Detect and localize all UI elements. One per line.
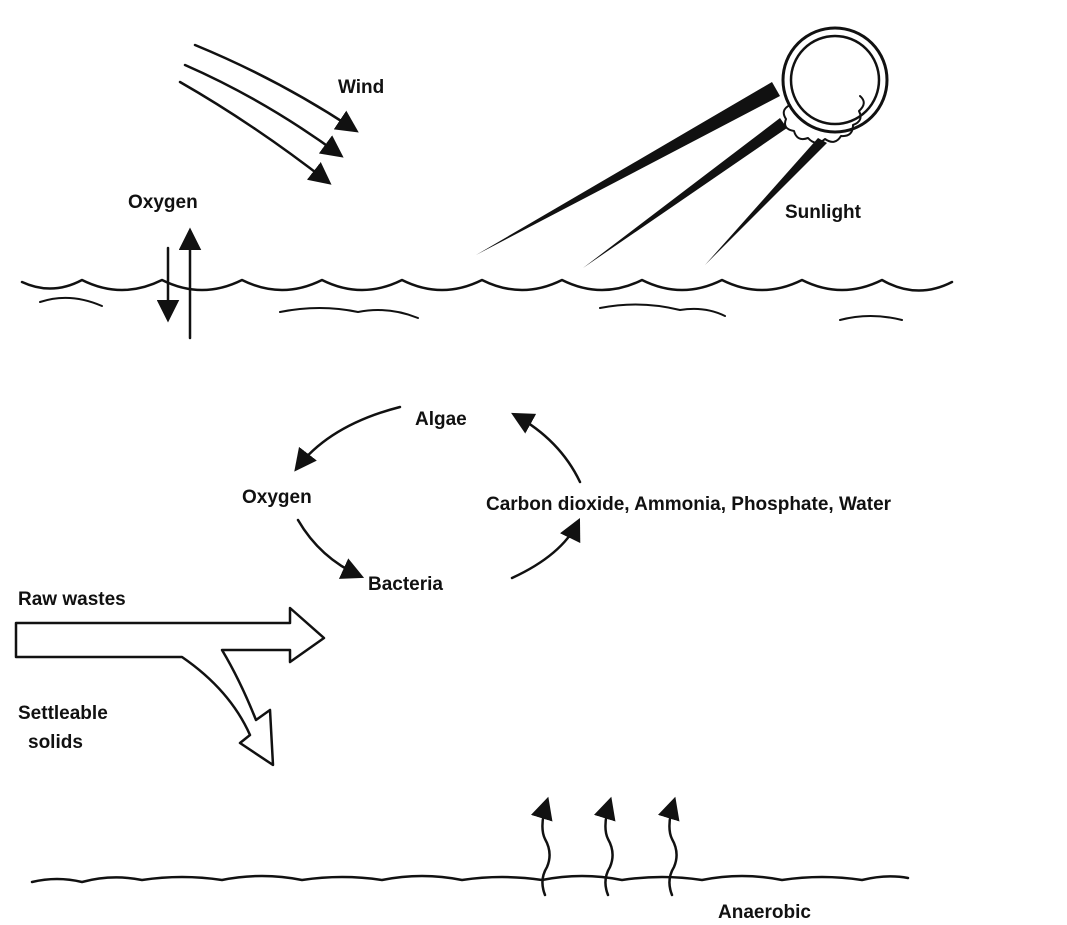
oxygen-surface-label: Oxygen xyxy=(128,192,198,213)
wind-label: Wind xyxy=(338,77,384,98)
raw-wastes-label: Raw wastes xyxy=(18,589,126,610)
anaerobic-label: Anaerobic xyxy=(718,902,811,923)
settleable-label-line1: Settleable xyxy=(18,703,108,724)
sunlight-label: Sunlight xyxy=(785,202,862,223)
water-surface xyxy=(22,280,952,320)
settleable-label-line2: solids xyxy=(28,732,83,753)
algae-label: Algae xyxy=(415,409,467,430)
bacteria-label: Bacteria xyxy=(368,574,443,595)
wind-arrows xyxy=(180,45,355,182)
sunlight-beams xyxy=(476,82,827,268)
nutrient-cycle-arrows xyxy=(297,407,580,578)
sun-icon xyxy=(783,28,887,143)
pond-bottom xyxy=(32,876,908,882)
oxygen-cycle-label: Oxygen xyxy=(242,487,312,508)
nutrients-label: Carbon dioxide, Ammonia, Phosphate, Wate… xyxy=(486,494,892,515)
gas-release-arrows xyxy=(542,801,676,895)
